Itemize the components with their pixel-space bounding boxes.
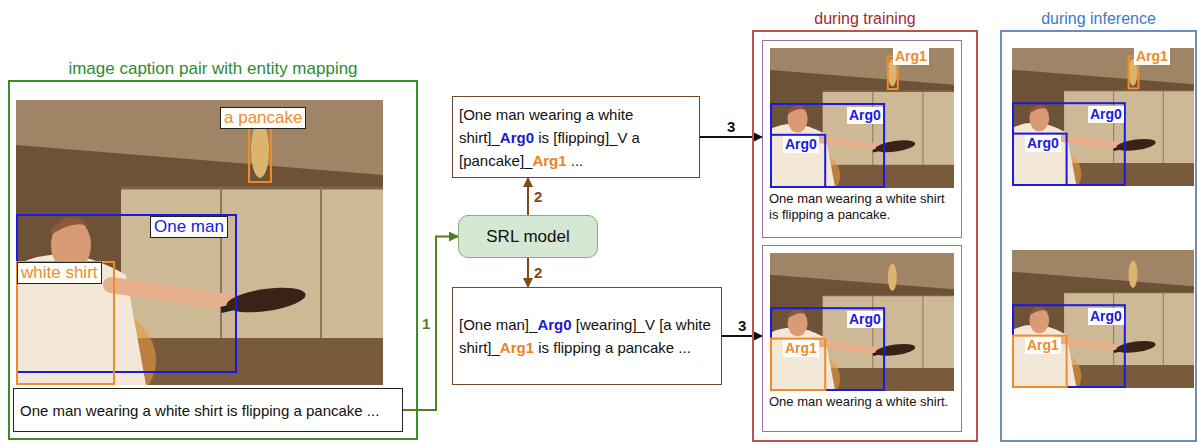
role-label: Arg1 [893,48,929,65]
group-box: during trainingOne man wearing a white s… [752,30,978,442]
entity-tag: white shirt [17,262,102,284]
step-number: 3 [737,317,747,334]
photo [760,48,954,205]
role-tag: V [617,129,627,146]
caption-text: One man wearing a white shirt is flippin… [769,191,955,223]
step-number: 1 [421,315,431,332]
role-label: Arg0 [783,136,819,153]
caption-box: One man wearing a white shirt is flippin… [13,388,403,432]
caption-text: One man wearing a white shirt. [769,394,955,410]
entity-box [1013,305,1125,387]
entity-box [771,339,825,390]
connector-arrow [403,237,458,411]
connector-arrow [722,335,762,337]
group-heading: during training [724,9,1006,29]
role-label: Arg1 [1134,48,1170,65]
box-text: [One man]_Arg0 [wearing]_V [a white shir… [459,313,715,359]
entity-box [771,135,825,187]
role-label: Arg0 [1025,135,1061,152]
process-box: SRL model [458,215,598,258]
entity-box [17,262,114,384]
photo [1002,250,1194,405]
entity-box [17,215,236,372]
role-label: Arg0 [847,311,883,328]
role-tag: Arg1 [500,339,534,356]
entity-box [1013,103,1125,185]
entity-box [1013,134,1067,185]
entity-box [771,104,884,187]
connector-arrow [527,258,529,287]
photo [1002,48,1194,203]
entity-box [249,123,271,182]
group-box: during inference [1000,30,1197,442]
group-box: image caption pair with entity mappingOn… [8,80,418,440]
entity-box [1013,336,1067,387]
role-tag: Arg0 [500,129,534,146]
step-number: 2 [533,188,543,205]
box-text: SRL model [465,227,591,247]
connector-arrow [527,178,529,215]
step-number: 3 [726,118,736,135]
role-label: Arg1 [783,340,819,357]
group-heading: during inference [972,9,1197,29]
box-text: One man wearing a white shirt is flippin… [20,401,396,420]
role-label: Arg0 [847,107,883,124]
step-number: 2 [533,264,543,281]
srl-output-box: [One man wearing a white shirt]_Arg0 is … [452,96,700,178]
role-tag: Arg0 [537,316,571,333]
srl-output-box: [One man]_Arg0 [wearing]_V [a white shir… [452,287,722,385]
entity-tag: a pancake [220,107,306,129]
sample-box: One man wearing a white shirt. [762,245,962,432]
photo [0,100,383,420]
entity-tag: One man [150,216,228,238]
photo [760,253,954,408]
box-text: [One man wearing a white shirt]_Arg0 is … [459,103,693,172]
role-label: Arg1 [1025,337,1061,354]
role-tag: Arg1 [532,152,566,169]
role-label: Arg0 [1088,106,1124,123]
entity-box [771,308,884,390]
role-label: Arg0 [1088,308,1124,325]
role-tag: V [645,316,655,333]
group-heading: image caption pair with entity mapping [0,59,446,79]
